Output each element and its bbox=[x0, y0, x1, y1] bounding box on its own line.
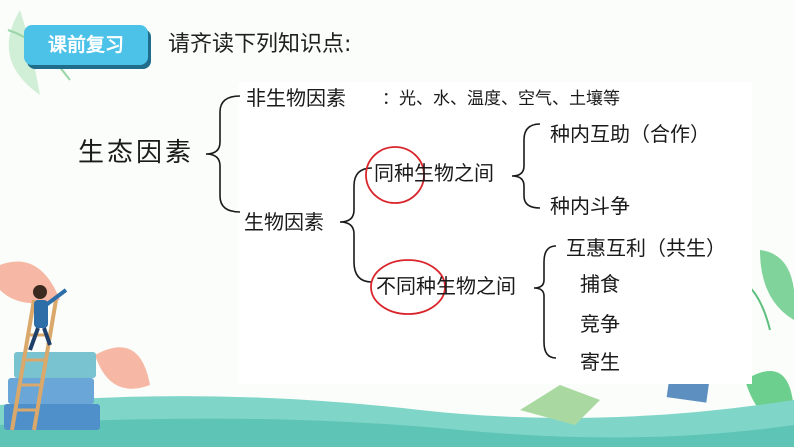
diff-species-node: 不同种生物之间 bbox=[376, 276, 516, 296]
diff-item-predation: 捕食 bbox=[580, 272, 620, 296]
person-icon bbox=[33, 285, 47, 299]
root-brace bbox=[205, 95, 241, 213]
biotic-factor: 生物因素 bbox=[244, 210, 324, 234]
review-badge-label: 课前复习 bbox=[47, 34, 124, 56]
root-factor: 生态因素 bbox=[78, 138, 195, 168]
leaf-icon bbox=[95, 347, 150, 389]
same-item-cooperation: 种内互助（合作） bbox=[550, 122, 710, 146]
diff-species-circled: 不同种 bbox=[376, 274, 436, 298]
circle-same-species bbox=[365, 146, 425, 204]
diff-item-parasitism: 寄生 bbox=[580, 350, 620, 374]
same-species-brace bbox=[511, 123, 541, 209]
abiotic-items: ：光、水、温度、空气、土壤等 bbox=[382, 89, 620, 109]
leaf-icon bbox=[760, 250, 794, 320]
review-badge: 课前复习 bbox=[24, 25, 148, 65]
abiotic-factor: 非生物因素 bbox=[246, 86, 346, 110]
same-species-node: 同种生物之间 bbox=[374, 163, 494, 183]
diff-species-brace bbox=[533, 245, 557, 359]
same-item-struggle: 种内斗争 bbox=[550, 194, 630, 218]
same-species-circled: 同种 bbox=[374, 161, 414, 185]
diff-species-rest: 生物之间 bbox=[436, 274, 516, 298]
same-species-rest: 生物之间 bbox=[414, 161, 494, 185]
diff-item-mutualism: 互惠互利（共生） bbox=[566, 236, 726, 260]
page-heading: 请齐读下列知识点: bbox=[168, 32, 352, 57]
diff-item-competition: 竞争 bbox=[580, 312, 620, 336]
content-panel bbox=[238, 82, 752, 384]
book-icon bbox=[520, 385, 600, 425]
circle-diff-species bbox=[370, 259, 446, 315]
biotic-brace bbox=[339, 167, 373, 283]
